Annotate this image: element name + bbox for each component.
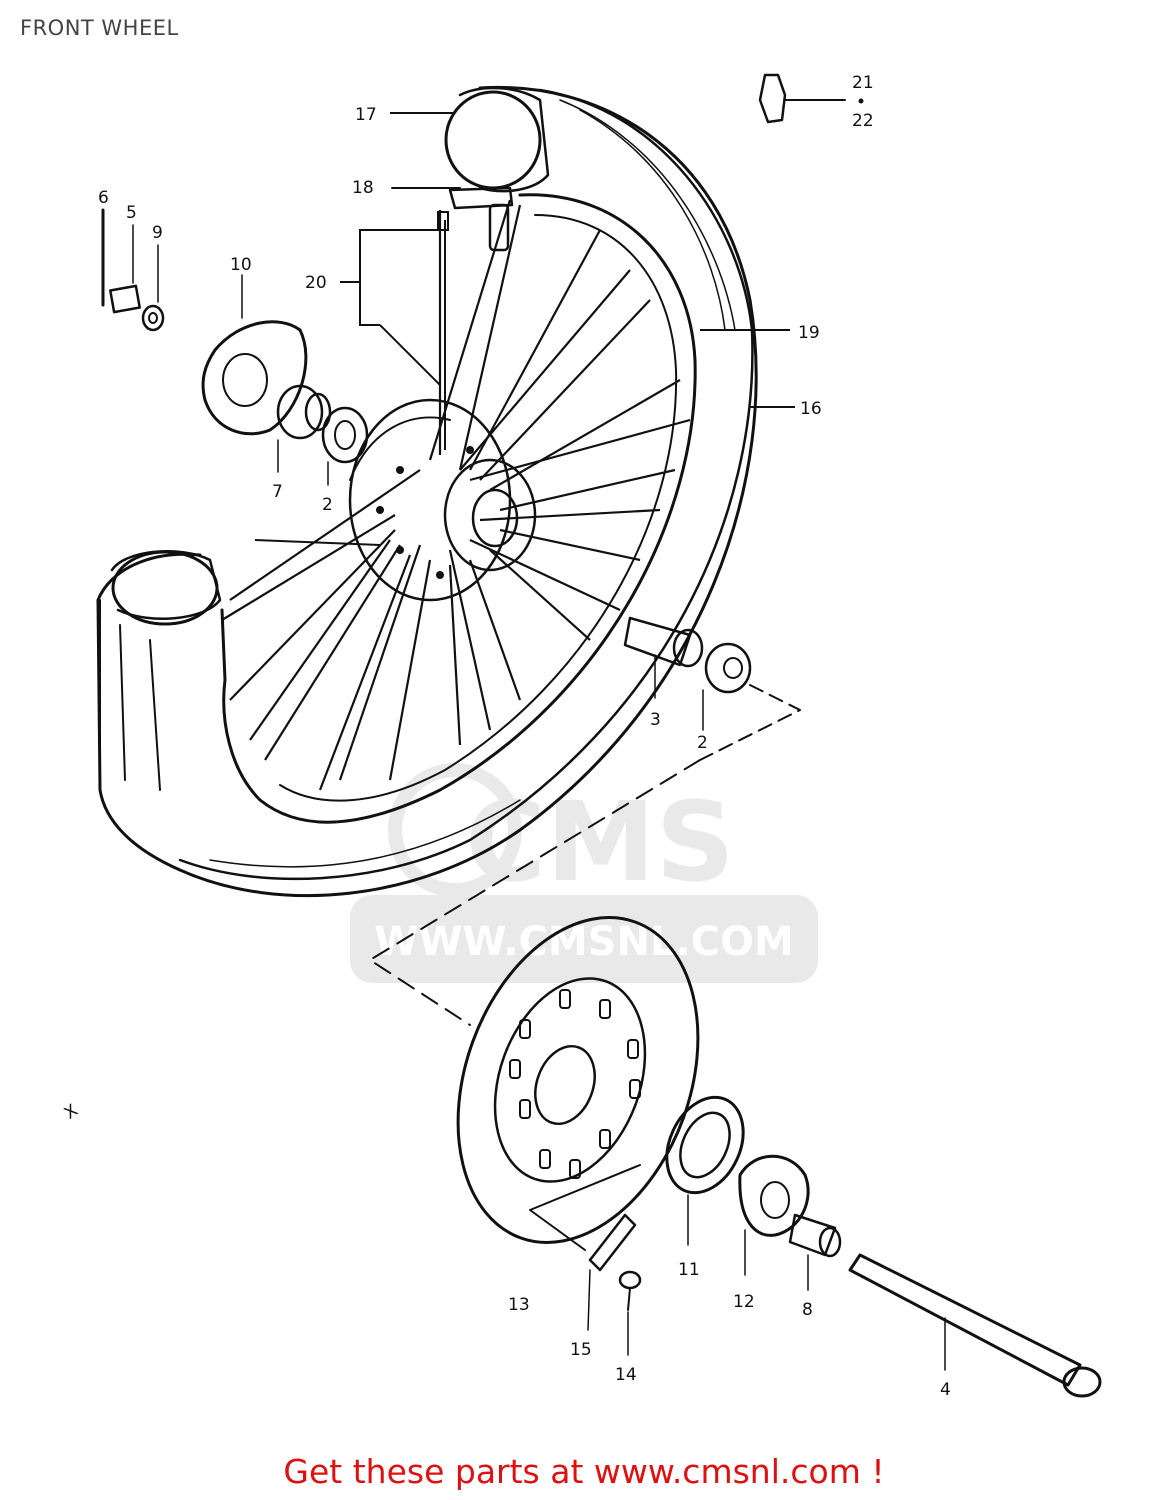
callout-22: 22 [852,111,874,131]
model-mark: X [61,1100,82,1123]
callout-12: 12 [733,1292,755,1312]
callout-5: 5 [126,203,137,223]
callout-9: 9 [152,223,163,243]
wheel-hub [348,398,537,602]
rim-tape-valve [391,186,514,252]
callout-3: 3 [650,710,661,730]
callout-18: 18 [352,178,374,198]
callout-10: 10 [230,255,252,275]
left-hardware [101,208,165,332]
callout-labels: 17 18 20 21 22 19 16 6 5 9 10 7 2 3 2 13… [98,73,951,1400]
callout-4: 4 [940,1380,951,1400]
callout-20: 20 [305,273,327,293]
spoke-bracket [340,211,449,450]
get-parts-link[interactable]: Get these parts at www.cmsnl.com ! [283,1452,885,1491]
brake-disc [456,916,700,1251]
right-bearing-set [623,616,801,761]
watermark: WWW.CMSNL.COM CMS [350,763,818,983]
callout-8: 8 [802,1300,813,1320]
right-axle-parts [665,1095,1102,1398]
speedometer-gearbox [201,274,308,436]
wheel-spokes [221,199,691,791]
callout-13: 13 [508,1295,530,1315]
tire-cut-section-top [444,90,542,190]
callout-11: 11 [678,1260,700,1280]
page-title: FRONT WHEEL [20,16,179,40]
callout-16: 16 [800,399,822,419]
wheel-tire [96,85,758,898]
callout-7: 7 [272,482,283,502]
callout-2b: 2 [697,733,708,753]
watermark-url: WWW.CMSNL.COM [374,919,794,965]
left-bearing-set [276,384,369,486]
valve-cap [758,73,864,124]
leader-lines [254,112,795,546]
disc-bolt-set [587,1213,642,1356]
watermark-banner [350,895,818,983]
callout-19: 19 [798,323,820,343]
callout-6: 6 [98,188,109,208]
callout-2a: 2 [322,495,333,515]
callout-17: 17 [355,105,377,125]
callout-14: 14 [615,1365,637,1385]
watermark-emblem [388,763,522,897]
callout-15: 15 [570,1340,592,1360]
callout-21: 21 [852,73,874,93]
